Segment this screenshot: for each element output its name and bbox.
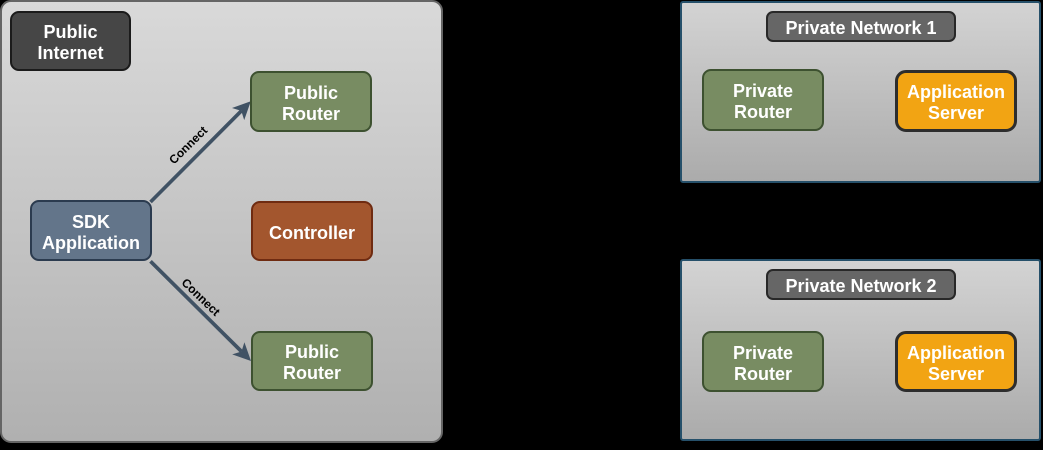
svg-text:Connect: Connect [166, 123, 210, 167]
